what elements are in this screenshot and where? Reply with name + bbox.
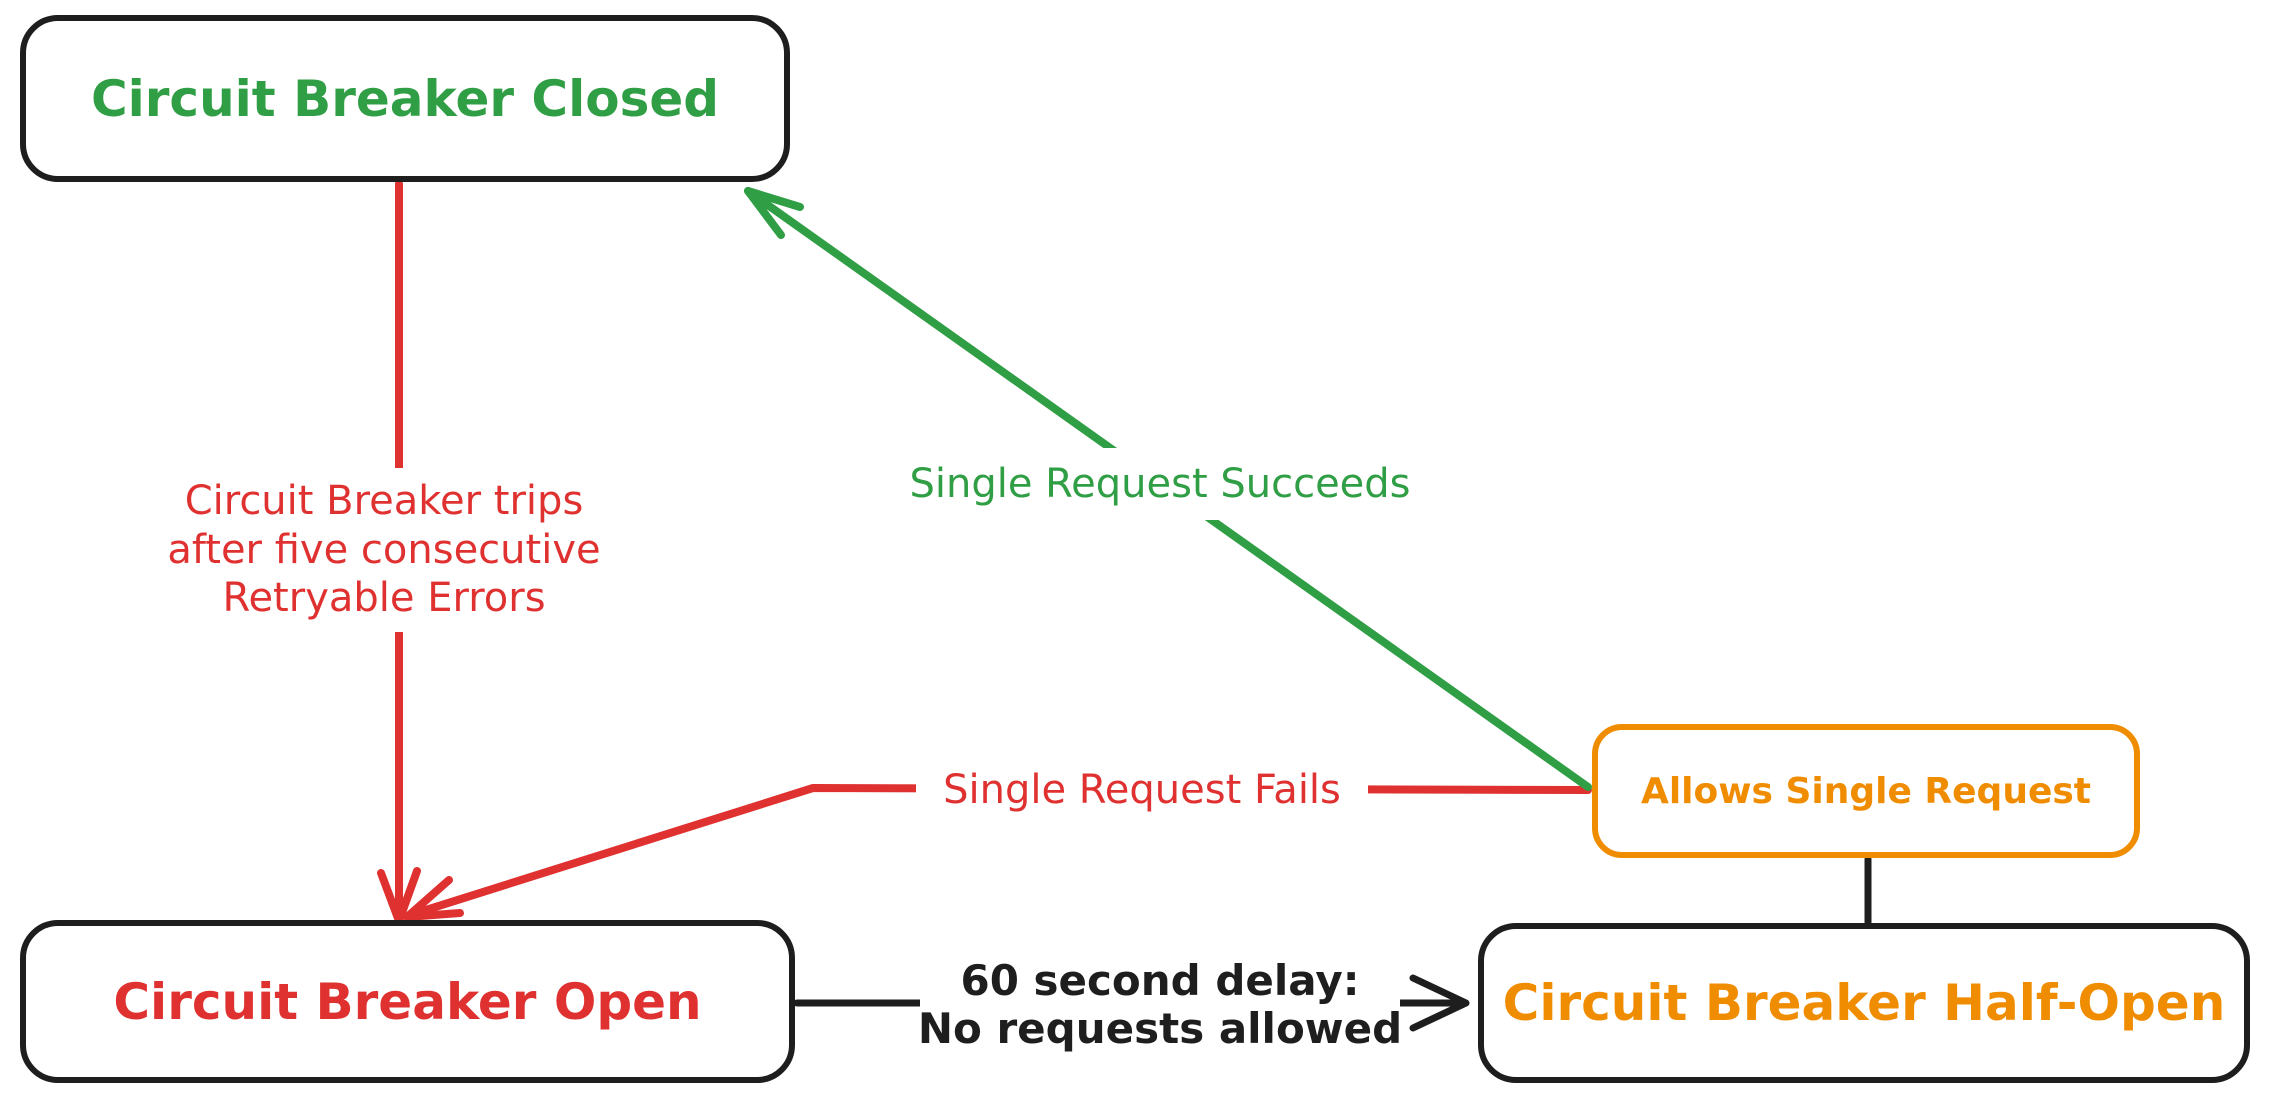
node-circuit-breaker-closed: Circuit Breaker Closed xyxy=(20,15,790,182)
node-circuit-breaker-half-open-label: Circuit Breaker Half-Open xyxy=(1502,974,2226,1032)
node-allows-single-request: Allows Single Request xyxy=(1592,724,2140,858)
edge-trip-label-line1: Circuit Breaker trips xyxy=(184,477,584,524)
edge-succeeds-label: Single Request Succeeds xyxy=(900,448,1420,520)
edge-delay-label-line2: No requests allowed xyxy=(917,1004,1403,1053)
edge-trip-label-line2: after five consecutive xyxy=(167,526,601,573)
edge-trip-label-line3: Retryable Errors xyxy=(222,575,546,622)
node-circuit-breaker-open: Circuit Breaker Open xyxy=(20,920,795,1083)
edge-trip-label: Circuit Breaker trips after five consecu… xyxy=(104,468,664,632)
edge-delay-label-line1: 60 second delay: xyxy=(960,955,1360,1005)
node-circuit-breaker-closed-label: Circuit Breaker Closed xyxy=(90,69,720,128)
edge-delay-arrowhead xyxy=(1409,974,1470,1032)
edge-fails-label: Single Request Fails xyxy=(916,758,1368,822)
node-circuit-breaker-open-label: Circuit Breaker Open xyxy=(113,972,702,1031)
edge-succeeds-arrowhead xyxy=(744,187,804,239)
edge-delay-label: 60 second delay: No requests allowed xyxy=(917,949,1403,1061)
edge-fails-arrowhead xyxy=(403,876,464,921)
node-circuit-breaker-half-open: Circuit Breaker Half-Open xyxy=(1478,923,2250,1083)
node-allows-single-request-label: Allows Single Request xyxy=(1640,770,2092,812)
